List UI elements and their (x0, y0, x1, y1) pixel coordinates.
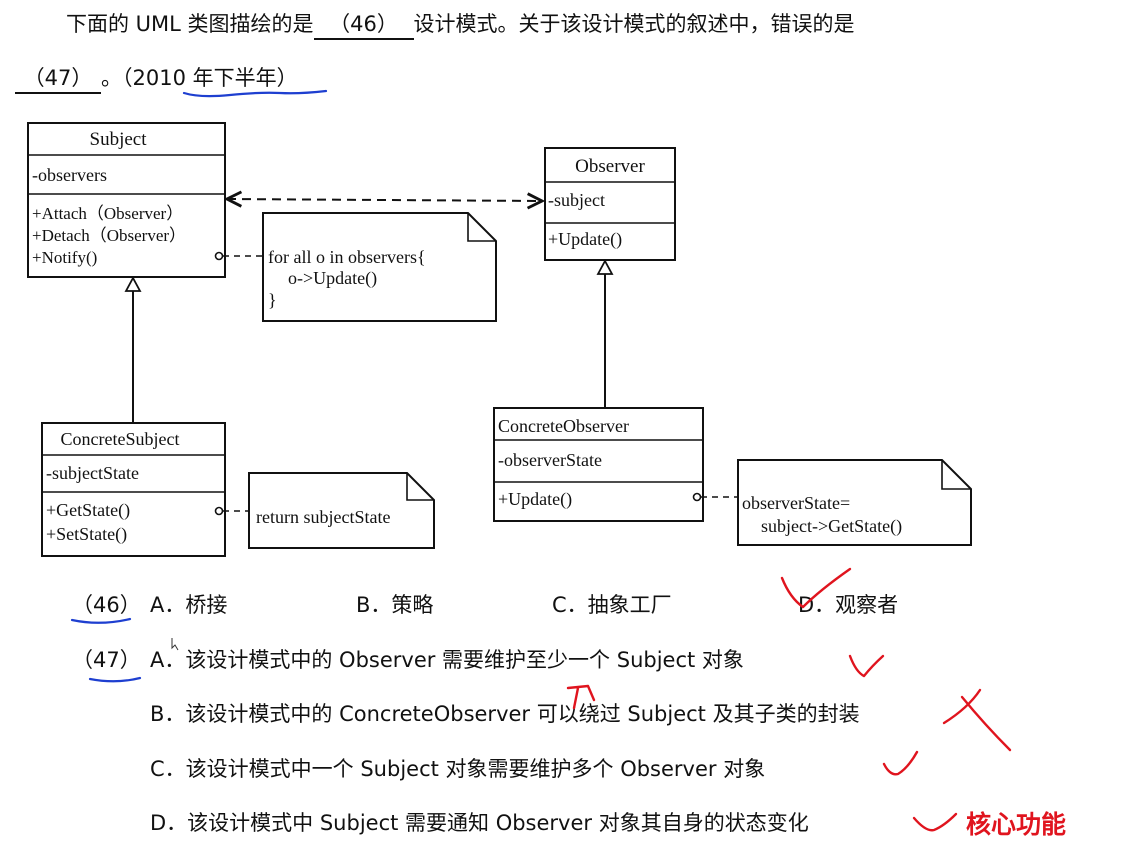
q47-number: （47） (72, 648, 141, 672)
inheritance-subject (124, 276, 142, 423)
note-notify-line3: } (268, 290, 277, 310)
q47-underline-mark (88, 676, 142, 683)
concrete-observer-class: ConcreteObserver -observerState +Update(… (493, 407, 704, 522)
q46-number: （46） (72, 593, 141, 617)
q47-option-b-letter: B． (150, 702, 186, 726)
q46-option-d-text: 观察者 (835, 593, 899, 617)
uml-class-diagram: Subject -observers +Attach（Observer） +De… (27, 122, 972, 557)
subject-attr: -observers (32, 165, 107, 185)
subject-name: Subject (90, 129, 148, 150)
q47a-check-mark (848, 654, 885, 678)
observer-class: Observer -subject +Update() (544, 147, 676, 261)
subject-op-attach: +Attach（Observer） (32, 204, 183, 223)
core-function-annotation: 核心功能 (966, 810, 1067, 839)
association-line (227, 199, 542, 201)
note-notify-line2: o->Update() (288, 268, 377, 289)
note-getstate-line1: return subjectState (256, 507, 390, 527)
concrete-observer-attr: -observerState (498, 450, 602, 470)
q47-option-a: A．该设计模式中的 Observer 需要维护至少一个 Subject 对象 (150, 644, 744, 674)
note-update-line1: observerState= (742, 493, 850, 513)
inheritance-observer (596, 259, 614, 408)
observer-attr: -subject (548, 190, 605, 210)
question-prefix: 下面的 UML 类图描绘的是 (66, 12, 314, 36)
concrete-subject-op-getstate: +GetState() (46, 500, 130, 521)
blank-47: （47） (15, 62, 101, 94)
subject-op-notify: +Notify() (32, 248, 97, 267)
q47-option-d-letter: D． (150, 811, 188, 835)
q46-underline-mark (70, 617, 132, 624)
q47c-check-mark (882, 750, 919, 776)
q46-option-c-letter: C． (552, 593, 588, 617)
q47-option-a-letter: A． (150, 648, 186, 672)
q46-option-a: A．桥接 (150, 589, 227, 619)
concrete-subject-class: ConcreteSubject -subjectState +GetState(… (41, 422, 226, 557)
q46-option-c: C．抽象工厂 (552, 589, 672, 619)
note-notify: for all o in observers{ o->Update() } (262, 212, 497, 322)
q47d-check-mark (912, 812, 958, 832)
observer-name: Observer (575, 156, 645, 177)
concrete-subject-name: ConcreteSubject (61, 429, 180, 449)
q46-option-c-text: 抽象工厂 (587, 593, 672, 617)
subject-op-detach: +Detach（Observer） (32, 226, 186, 245)
blank-46: （46） (313, 8, 414, 40)
q47b-cross-mark (942, 688, 1012, 752)
question-suffix: 设计模式。关于该设计模式的叙述中，错误的是 (413, 12, 855, 36)
year-underline-mark (182, 89, 328, 98)
note-update: observerState= subject->GetState() (737, 459, 972, 546)
q46-option-b: B．策略 (356, 589, 433, 619)
subject-class: Subject -observers +Attach（Observer） +De… (27, 122, 226, 278)
q46-option-a-letter: A． (150, 593, 186, 617)
q46-option-b-text: 策略 (391, 593, 434, 617)
q47-option-b: B．该设计模式中的 ConcreteObserver 可以绕过 Subject … (150, 698, 860, 728)
q46-option-b-letter: B． (356, 593, 392, 617)
question-year: 。（2010 年下半年） (101, 66, 298, 90)
question-line-1: 下面的 UML 类图描绘的是（46）设计模式。关于该设计模式的叙述中，错误的是 (66, 8, 855, 40)
note-update-line2: subject->GetState() (761, 516, 902, 537)
q46-option-a-text: 桥接 (185, 593, 228, 617)
concrete-subject-attr: -subjectState (46, 463, 139, 483)
concrete-subject-op-setstate: +SetState() (46, 524, 127, 545)
q47-option-d: D．该设计模式中 Subject 需要通知 Observer 对象其自身的状态变… (150, 807, 809, 837)
q46-option-d: D．观察者 (798, 589, 898, 619)
q47-option-d-text: 该设计模式中 Subject 需要通知 Observer 对象其自身的状态变化 (187, 811, 809, 835)
observer-op-update: +Update() (548, 229, 622, 250)
q47-option-b-text: 该设计模式中的 ConcreteObserver 可以绕过 Subject 及其… (185, 702, 860, 726)
concrete-observer-op-update: +Update() (498, 489, 572, 510)
q47-option-c-letter: C． (150, 757, 186, 781)
concrete-observer-name: ConcreteObserver (498, 416, 629, 436)
note-notify-line1: for all o in observers{ (268, 247, 426, 267)
note-getstate: return subjectState (248, 472, 435, 549)
question-line-2: （47）。（2010 年下半年） (15, 62, 298, 94)
q47-option-a-text: 该设计模式中的 Observer 需要维护至少一个 Subject 对象 (185, 648, 744, 672)
q47-option-c-text: 该设计模式中一个 Subject 对象需要维护多个 Observer 对象 (185, 757, 766, 781)
q46-option-d-letter: D． (798, 593, 836, 617)
q47-option-c: C．该设计模式中一个 Subject 对象需要维护多个 Observer 对象 (150, 753, 765, 783)
